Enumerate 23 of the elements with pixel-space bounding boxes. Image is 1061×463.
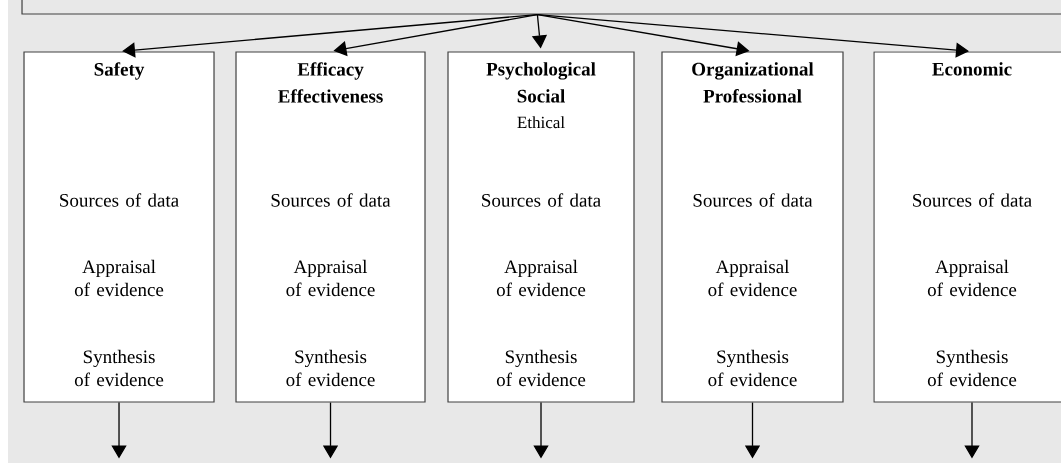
item-text: Synthesis of evidence [496,349,586,387]
heading: Ethical [517,116,565,129]
item-text: Appraisal of evidence [708,259,797,297]
item-text: Appraisal of evidence [74,259,164,297]
item-text: Synthesis of evidence [286,349,375,387]
header-box [21,0,1061,15]
item-text: Sources of data [693,193,813,207]
item-text: Sources of data [60,193,179,207]
item-text: Synthesis of evidence [927,349,1017,387]
item-text: Synthesis of evidence [708,349,797,387]
item-text: Sources of data [913,193,1032,207]
heading: Psychological Social [486,62,596,103]
heading: Safety [94,62,145,80]
item-text: Appraisal of evidence [927,259,1017,297]
item-text: Synthesis of evidence [74,349,164,387]
item-text: Appraisal of evidence [286,259,375,297]
heading: Organizational Professional [692,62,814,103]
item-text: Sources of data [271,193,391,207]
item-text: Appraisal of evidence [496,259,586,297]
heading: Economic [932,62,1012,76]
arrow [536,13,969,58]
heading: Efficacy Effectiveness [278,62,383,103]
item-text: Sources of data [482,193,601,207]
